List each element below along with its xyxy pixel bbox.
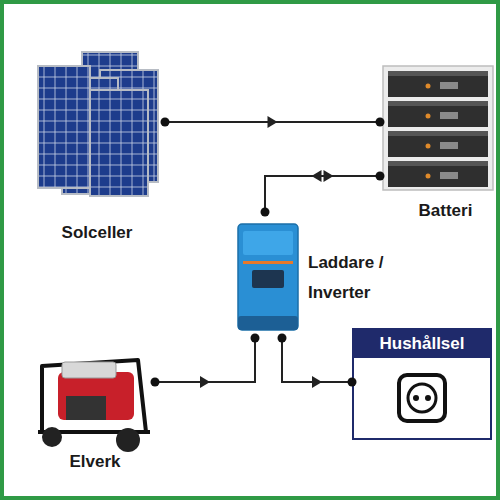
- arrow-head: [324, 170, 334, 182]
- arrow-head: [200, 376, 210, 388]
- socket-icon: [399, 375, 445, 421]
- battery-module-top: [388, 131, 488, 136]
- battery-node: Batteri: [380, 62, 495, 227]
- node-label: Laddare / Inverter: [308, 248, 408, 308]
- battery-module-top: [388, 161, 488, 166]
- solar-panel: [38, 66, 90, 188]
- battery-port: [440, 112, 458, 119]
- battery-led: [426, 174, 431, 179]
- household-power-box: Hushållsel: [352, 328, 492, 440]
- socket-outline: [399, 375, 445, 421]
- connector-group: [261, 170, 385, 217]
- inverter-node: Laddare / Inverter: [237, 212, 412, 338]
- socket-hole: [425, 395, 431, 401]
- battery-led: [426, 114, 431, 119]
- inverter-body: [238, 224, 298, 330]
- socket-hole: [413, 395, 419, 401]
- box-heading: Hushållsel: [354, 330, 490, 358]
- battery-module-top: [388, 101, 488, 106]
- generator: [38, 360, 150, 452]
- connector-dot: [278, 334, 287, 343]
- connector-dot: [348, 378, 357, 387]
- inverter-stripe: [243, 261, 293, 264]
- inverter-device: [238, 224, 298, 330]
- solar-panel-node: Solceller: [5, 48, 165, 248]
- connector-group: [161, 116, 385, 128]
- battery-port: [440, 172, 458, 179]
- battery-module-top: [388, 71, 488, 76]
- power-connector: [165, 121, 380, 123]
- arrow-head: [312, 376, 322, 388]
- inverter-panel: [243, 231, 293, 255]
- battery-module: [388, 131, 488, 157]
- solar-panels: [38, 52, 158, 196]
- generator-engine: [66, 396, 106, 420]
- generator-wheel: [116, 428, 140, 452]
- connector-dot: [161, 118, 170, 127]
- node-label: Elverk: [30, 451, 160, 473]
- battery-module: [388, 161, 488, 187]
- connector-dot: [376, 118, 385, 127]
- connector-dot: [251, 334, 260, 343]
- inverter-base: [238, 316, 298, 330]
- generator-node: Elverk: [30, 352, 155, 480]
- generator-panel: [62, 362, 116, 378]
- power-connector: [265, 176, 380, 212]
- power-connector: [155, 338, 255, 382]
- connector-dot: [376, 172, 385, 181]
- generator-body: [58, 372, 134, 420]
- connector-dot: [151, 378, 160, 387]
- battery-port: [440, 142, 458, 149]
- generator-wheel: [42, 427, 62, 447]
- battery-led: [426, 84, 431, 89]
- connector-group: [151, 334, 260, 389]
- battery-module: [388, 71, 488, 97]
- node-label: Solceller: [37, 222, 157, 244]
- generator-frame: [42, 360, 146, 432]
- power-connector: [282, 338, 352, 382]
- battery-stack: [383, 66, 493, 190]
- arrow-head: [312, 170, 322, 182]
- battery-led: [426, 144, 431, 149]
- battery-rack: [383, 66, 493, 190]
- node-label: Batteri: [388, 200, 500, 222]
- battery-module: [388, 101, 488, 127]
- arrow-head: [268, 116, 278, 128]
- connector-dot: [261, 208, 270, 217]
- connector-group: [278, 334, 357, 389]
- solar-panel: [90, 90, 148, 196]
- socket-ring: [408, 384, 436, 412]
- battery-port: [440, 82, 458, 89]
- inverter-display: [252, 270, 284, 288]
